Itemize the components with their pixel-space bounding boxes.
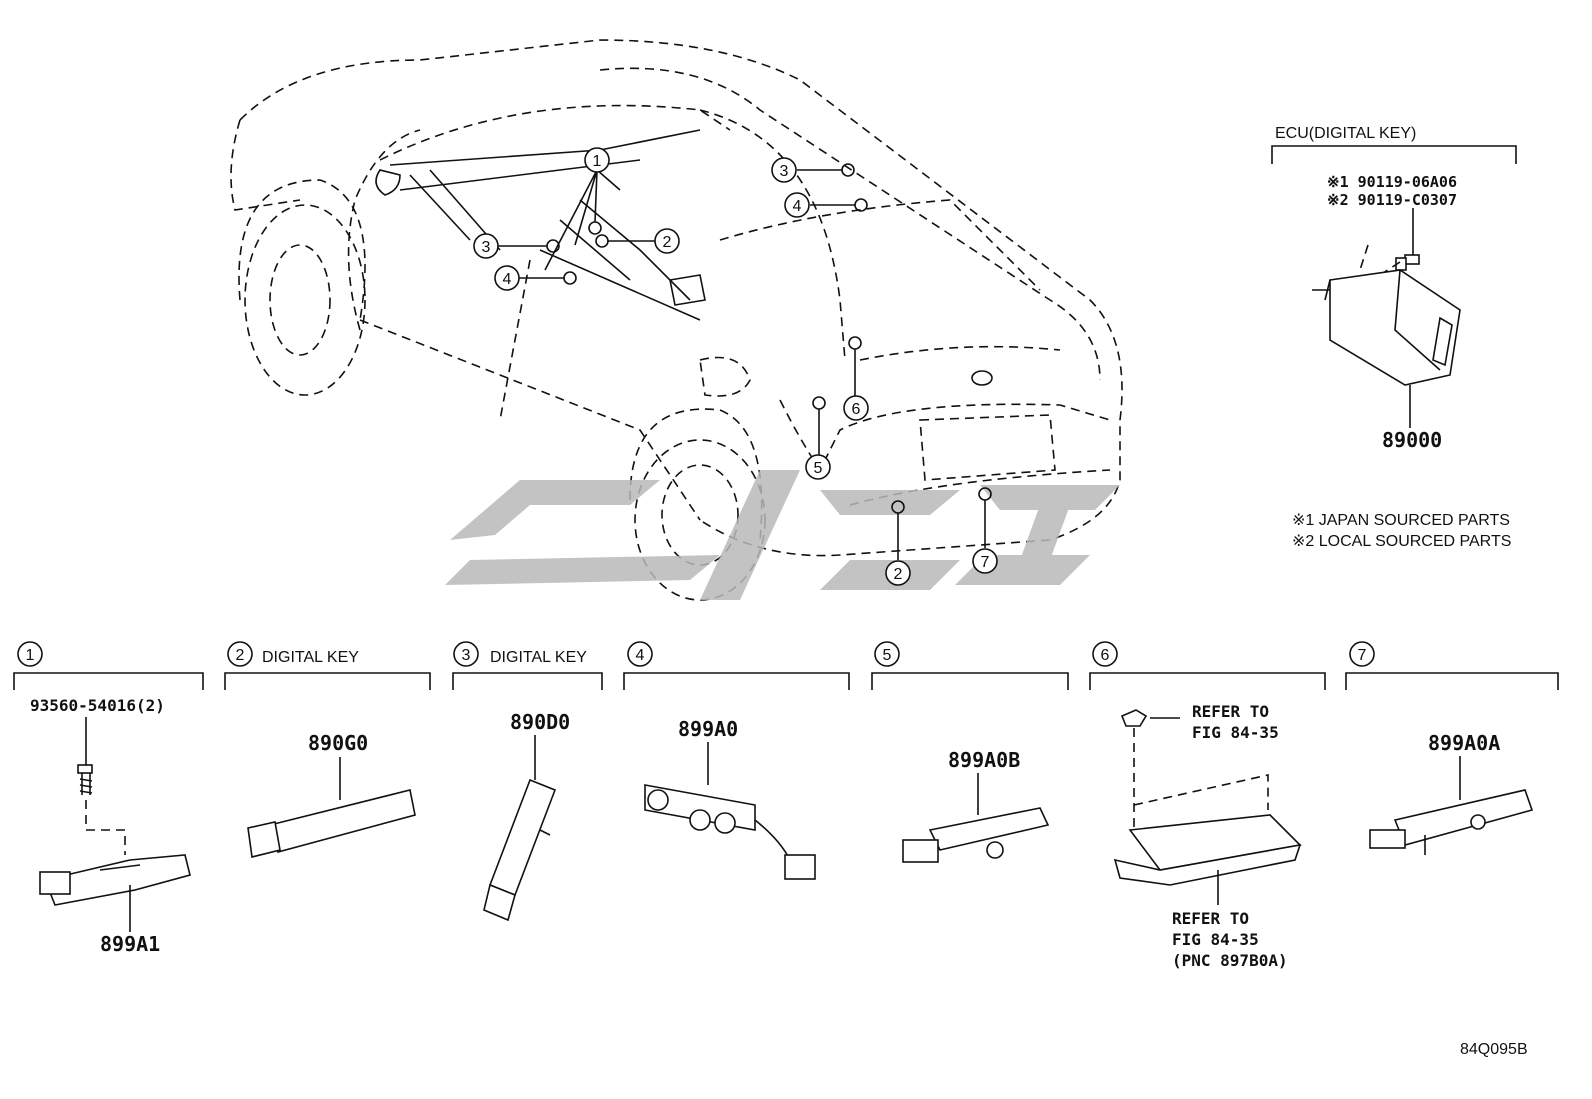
group-1-parts: 93560-54016(2) 899A1 (30, 696, 191, 956)
screw-icon (77, 764, 93, 795)
part-899a1: 899A1 (100, 932, 160, 956)
part-899a0b: 899A0B (948, 748, 1020, 772)
part-899a0a: 899A0A (1428, 731, 1500, 755)
group-number: 1 (26, 647, 35, 664)
group-7-parts: 899A0A (1369, 731, 1534, 855)
group-4-parts: 899A0 (644, 717, 816, 880)
callout-number: 2 (663, 234, 672, 251)
callout-number: 5 (814, 460, 823, 477)
key-module-890g0 (247, 789, 416, 858)
callout-number: 1 (593, 153, 602, 170)
group-number: 2 (236, 647, 245, 664)
ecu-section: ECU(DIGITAL KEY) ※1 90119-06A06 ※2 90119… (1271, 125, 1517, 550)
ecu-bolt-local: ※2 90119-C0307 (1327, 191, 1457, 209)
callout-3: 3 (771, 157, 797, 183)
group-bracket (13, 672, 204, 690)
front-wheel (238, 179, 366, 396)
note-local: ※2 LOCAL SOURCED PARTS (1292, 533, 1511, 550)
callout-4: 4 (494, 265, 520, 291)
group-number: 5 (883, 647, 892, 664)
group-2-title: DIGITAL KEY (262, 649, 359, 666)
group-number: 4 (636, 647, 645, 664)
ecu-part-number: 89000 (1382, 428, 1442, 452)
watermark-logo (445, 470, 1120, 600)
group-headers: 1 2 3 4 5 6 7 (13, 641, 1559, 690)
group-header-6: 6 (1089, 641, 1326, 690)
module-897b0a (1113, 814, 1302, 886)
key-module-890d0 (483, 778, 557, 922)
part-890d0: 890D0 (510, 710, 570, 734)
callout-2: 2 (885, 560, 911, 586)
group-header-3: 3 (452, 641, 603, 690)
group-3-title: DIGITAL KEY (490, 649, 587, 666)
callout-4: 4 (784, 192, 810, 218)
refer-top-line1: REFER TO (1192, 702, 1269, 721)
antenna-899a0b (902, 807, 1050, 863)
group-number: 7 (1358, 647, 1367, 664)
group-3-parts: 890D0 (483, 710, 570, 922)
refer-bottom-line1: REFER TO (1172, 909, 1249, 928)
antenna-899a1 (39, 854, 191, 906)
clip-icon (1120, 709, 1148, 727)
group-number: 3 (462, 647, 471, 664)
callout-5: 5 (805, 454, 831, 480)
part-890g0: 890G0 (308, 731, 368, 755)
refer-bottom-line3: (PNC 897B0A) (1172, 951, 1288, 970)
callout-number: 3 (482, 239, 491, 256)
ecu-title: ECU(DIGITAL KEY) (1275, 125, 1416, 142)
group-header-5: 5 (871, 641, 1069, 690)
callout-7: 7 (972, 548, 998, 574)
screw-part-number: 93560-54016(2) (30, 696, 165, 715)
part-899a0: 899A0 (678, 717, 738, 741)
group-bracket (623, 672, 850, 690)
callout-number: 6 (852, 401, 861, 418)
callout-3: 3 (473, 233, 499, 259)
antenna-899a0 (644, 784, 816, 880)
group-5-parts: 899A0B (902, 748, 1050, 863)
callout-number: 4 (793, 198, 802, 215)
ecu-module (1312, 269, 1461, 386)
location-markers (496, 163, 992, 560)
group-2-parts: 890G0 (247, 731, 416, 858)
group-6-parts: REFER TO FIG 84-35 REFER TO FIG 84-35 (P… (1113, 702, 1302, 970)
group-bracket (224, 672, 431, 690)
note-japan: ※1 JAPAN SOURCED PARTS (1292, 512, 1510, 529)
refer-top-line2: FIG 84-35 (1192, 723, 1279, 742)
callout-number: 4 (503, 271, 512, 288)
group-header-1: 1 (13, 641, 204, 690)
callout-number: 7 (981, 554, 990, 571)
group-bracket (1345, 672, 1559, 690)
group-header-2: 2 (224, 641, 431, 690)
callout-6: 6 (843, 395, 869, 421)
ecu-bolt-jp: ※1 90119-06A06 (1327, 173, 1457, 191)
antenna-899a0a (1369, 789, 1534, 855)
refer-bottom-line2: FIG 84-35 (1172, 930, 1259, 949)
group-bracket (871, 672, 1069, 690)
callout-2: 2 (654, 228, 680, 254)
group-number: 6 (1101, 647, 1110, 664)
diagram-code: 84Q095B (1460, 1041, 1528, 1058)
group-bracket (1089, 672, 1326, 690)
group-bracket (452, 672, 603, 690)
group-header-7: 7 (1345, 641, 1559, 690)
callout-number: 2 (894, 566, 903, 583)
group-header-4: 4 (623, 641, 850, 690)
callout-1: 1 (584, 147, 610, 173)
callout-number: 3 (780, 163, 789, 180)
car-illustration (230, 39, 1123, 601)
